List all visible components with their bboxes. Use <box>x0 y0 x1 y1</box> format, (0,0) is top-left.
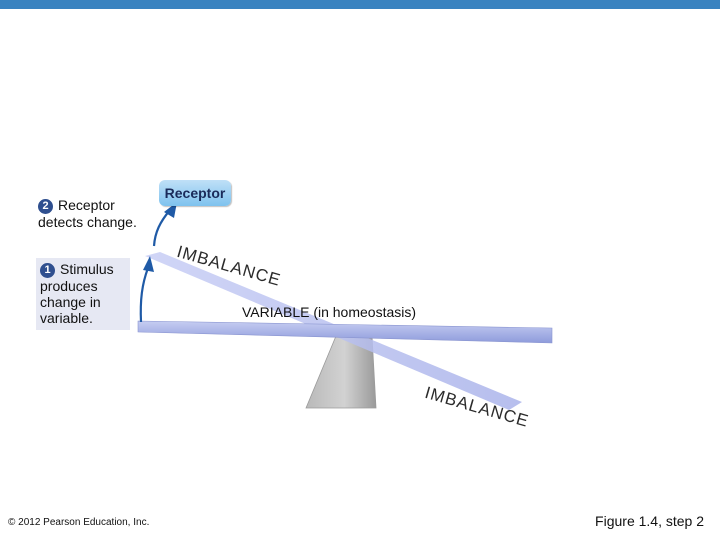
figure-label: Figure 1.4, step 2 <box>595 513 704 529</box>
step-1-line-1: Stimulus <box>60 261 114 277</box>
step-2-number: 2 <box>38 199 53 214</box>
stimulus-arrow <box>139 267 150 323</box>
top-bar <box>0 0 720 9</box>
step-1-number: 1 <box>40 263 55 278</box>
receptor-arrowhead <box>164 202 177 218</box>
stimulus-arrowhead <box>143 256 154 272</box>
step-1-line-2: produces <box>40 278 98 294</box>
step-1-caption: 1 Stimulus produces change in variable. <box>40 261 132 326</box>
step-2-caption: 2 Receptor detects change. <box>38 197 158 231</box>
receptor-box: Receptor <box>159 180 231 206</box>
level-beam <box>137 320 553 344</box>
step-1-line-4: variable. <box>40 310 93 326</box>
step-1-line-3: change in <box>40 294 101 310</box>
step-2-line-2: detects change. <box>38 214 137 230</box>
step-2-line-1: Receptor <box>58 197 115 213</box>
variable-label: VARIABLE (in homeostasis) <box>242 304 417 320</box>
copyright: © 2012 Pearson Education, Inc. <box>8 517 150 528</box>
